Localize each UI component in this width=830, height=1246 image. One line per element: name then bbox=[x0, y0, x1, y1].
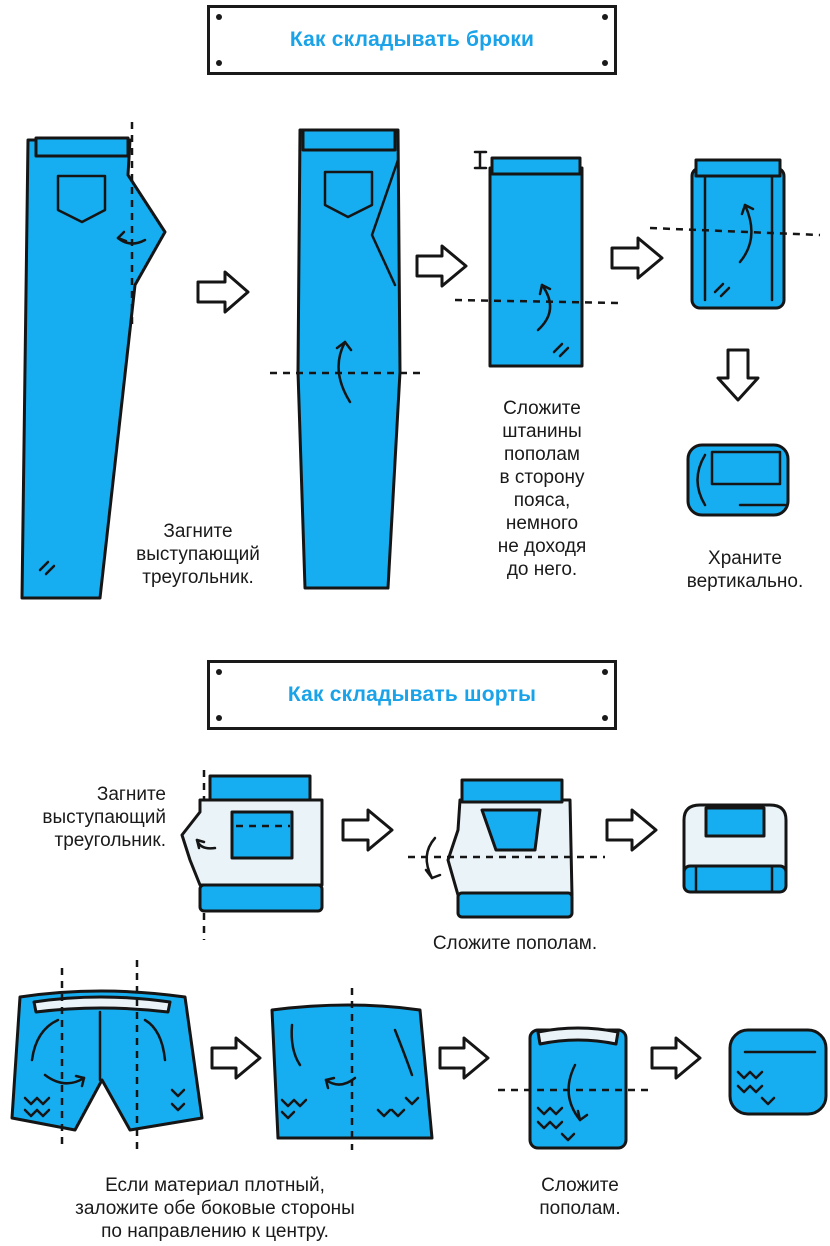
trousers-step3-caption: Сложите штанины пополам в сторону пояса,… bbox=[497, 398, 587, 580]
shorts-step1-drawing bbox=[180, 770, 324, 940]
shorts-dense-fold-caption: Сложите пополам. bbox=[539, 1175, 621, 1219]
shorts-title-banner: Как складывать шорты bbox=[207, 660, 617, 730]
trousers-step2-drawing bbox=[270, 128, 425, 590]
shorts-step1-caption: Загните выступающий треугольник. bbox=[42, 784, 166, 851]
trousers-step1-drawing bbox=[20, 122, 167, 600]
trousers-step4-drawing bbox=[649, 158, 821, 310]
nail-icon bbox=[602, 60, 608, 66]
trousers-title: Как складывать брюки bbox=[289, 28, 535, 51]
nail-icon bbox=[602, 715, 608, 721]
arrow-right-icon bbox=[650, 1036, 702, 1080]
shorts-title: Как складывать шорты bbox=[287, 683, 537, 706]
arrow-right-icon bbox=[341, 808, 394, 852]
shorts-dense-step2-drawing bbox=[270, 988, 434, 1150]
nail-icon bbox=[602, 669, 608, 675]
shorts-dense-step1-drawing bbox=[10, 960, 204, 1150]
shorts-dense-step4-drawing bbox=[728, 1028, 828, 1116]
arrow-right-icon bbox=[196, 270, 250, 314]
trousers-step5-caption: Храните вертикально. bbox=[686, 548, 804, 592]
arrow-right-icon bbox=[610, 236, 664, 280]
nail-icon bbox=[216, 14, 222, 20]
trousers-step1-caption: Загните выступающий треугольник. bbox=[136, 521, 260, 588]
nail-icon bbox=[602, 14, 608, 20]
shorts-step2-caption: Сложите пополам. bbox=[432, 933, 598, 954]
shorts-dense-caption: Если материал плотный, заложите обе боко… bbox=[75, 1175, 355, 1242]
nail-icon bbox=[216, 715, 222, 721]
arrow-right-icon bbox=[415, 244, 468, 288]
arrow-right-icon bbox=[438, 1036, 490, 1080]
arrow-down-icon bbox=[716, 348, 760, 402]
nail-icon bbox=[216, 669, 222, 675]
shorts-dense-step3-drawing bbox=[498, 1026, 650, 1150]
arrow-right-icon bbox=[210, 1036, 262, 1080]
trousers-step3-drawing bbox=[454, 150, 621, 368]
shorts-step2-drawing bbox=[408, 778, 605, 919]
arrow-right-icon bbox=[605, 808, 658, 852]
nail-icon bbox=[216, 60, 222, 66]
shorts-step3-drawing bbox=[682, 803, 788, 894]
trousers-step5-drawing bbox=[686, 443, 790, 517]
trousers-title-banner: Как складывать брюки bbox=[207, 5, 617, 75]
